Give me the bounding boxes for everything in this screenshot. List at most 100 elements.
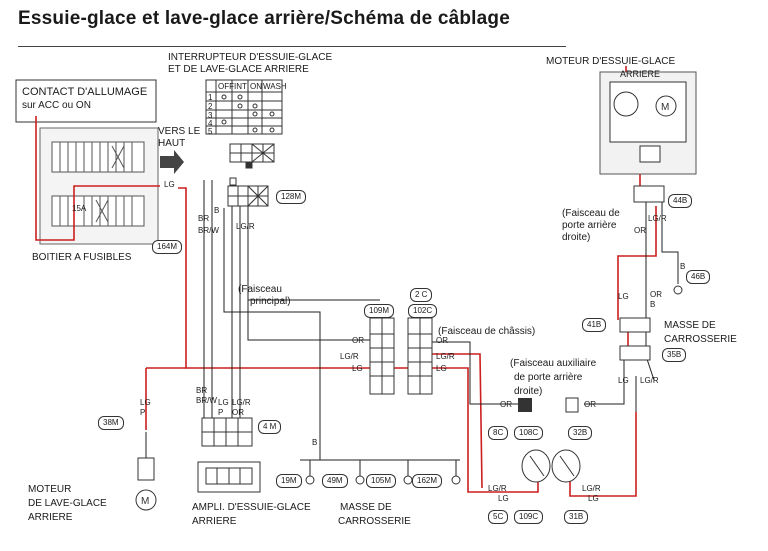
amp-connector-body — [201, 417, 253, 447]
connector-8c-label: 8C — [488, 426, 509, 440]
wire-lgr-amp: LG/R — [232, 398, 251, 407]
wire-b-46b: B — [680, 262, 686, 271]
connector-35b-label: 35B — [662, 348, 687, 362]
ground-46b — [673, 285, 683, 295]
ignition-label: CONTACT D'ALLUMAGE — [22, 86, 148, 98]
main-harness-label-line2: principal) — [250, 296, 291, 307]
wire-or-amp: OR — [232, 408, 244, 417]
vers-le-label: VERS LE — [158, 126, 201, 137]
wire-brw-amp: BR/W — [196, 396, 217, 405]
wire-or-44b: OR — [634, 226, 646, 235]
connector-128m-label: 128M — [276, 190, 307, 204]
door-harness-label-line2: porte arrière — [562, 220, 617, 231]
wire-b-amp: B — [312, 438, 318, 447]
switch-header-off: OFF — [218, 82, 234, 91]
connector-35b-body — [619, 345, 651, 361]
wiper-motor-label-line2: ARRIERE — [620, 69, 661, 79]
connector-41b-body — [619, 317, 651, 333]
ground-symbols-bottom — [305, 475, 461, 485]
wire-or-109m: OR — [352, 336, 364, 345]
switch-contact-dots — [221, 94, 275, 133]
connector-32b-label: 32B — [568, 426, 593, 440]
body-ground-bottom-line2: CARROSSERIE — [338, 516, 411, 527]
chassis-harness-label: (Faisceau de châssis) — [438, 326, 536, 337]
wire-lg-fuse: LG — [164, 180, 175, 189]
wire-lg-41b: LG — [618, 292, 629, 301]
wire-lgr-44b: LG/R — [648, 214, 667, 223]
washer-motor-label-line2: DE LAVE-GLACE — [28, 498, 107, 509]
connector-162m-label: 162M — [412, 474, 443, 488]
switch-row-3: 3 — [208, 111, 213, 120]
connector-108c-body — [518, 398, 532, 412]
wire-p-amp: P — [218, 408, 224, 417]
wire-brw-switch: BR/W — [198, 226, 219, 235]
switch-connector — [229, 143, 275, 169]
connector-32b-body — [565, 397, 579, 413]
ignition-switch-box — [15, 79, 157, 123]
fuse-box-label: BOITIER A FUSIBLES — [32, 252, 132, 263]
connector-128m-body — [227, 177, 269, 207]
svg-text:M: M — [661, 102, 669, 113]
wire-or-aux: OR — [500, 400, 512, 409]
svg-text:M: M — [141, 496, 149, 507]
wire-or-41b: OR — [650, 290, 662, 299]
wire-lgr-2c: LG/R — [436, 352, 455, 361]
wiper-motor-label-line1: MOTEUR D'ESSUIE-GLACE — [546, 56, 676, 67]
connector-31b-oval — [551, 449, 581, 483]
amp-box-grid — [205, 467, 253, 485]
washer-motor-symbol — [135, 489, 157, 511]
switch-header-int: INT — [234, 82, 247, 91]
washer-motor-label-line1: MOTEUR — [28, 484, 72, 495]
switch-header-on: ON — [250, 82, 262, 91]
connector-5c-oval — [521, 449, 551, 483]
connector-105m-label: 105M — [366, 474, 397, 488]
connector-109c-label: 109C — [514, 510, 544, 524]
wire-lgr-31b: LG/R — [582, 484, 601, 493]
wire-p-38m: P — [140, 408, 146, 417]
wire-lgr-5c: LG/R — [488, 484, 507, 493]
washer-motor-connector — [137, 457, 155, 481]
body-ground-bottom-line1: MASSE DE — [340, 502, 392, 513]
connector-102c-body — [407, 317, 433, 395]
wire-or-32b: OR — [584, 400, 596, 409]
washer-motor-label-line3: ARRIERE — [28, 512, 73, 523]
aux-harness-label-line2: de porte arrière — [514, 372, 583, 383]
fuse-rating: 15A — [72, 204, 87, 213]
wire-lgr-35b: LG/R — [640, 376, 659, 385]
connector-164m-label: 164M — [152, 240, 183, 254]
switch-row-4: 4 — [208, 119, 213, 128]
connector-109m-body — [369, 317, 395, 395]
page-title: Essuie-glace et lave-glace arrière/Schém… — [18, 8, 510, 29]
connector-108c-label: 108C — [514, 426, 544, 440]
connector-44b-body — [633, 185, 665, 203]
aux-harness-label-line1: (Faisceau auxiliaire — [510, 358, 597, 369]
black-wires — [145, 180, 679, 476]
door-harness-label-line3: droite) — [562, 232, 591, 243]
body-ground-right-line2: CARROSSERIE — [664, 334, 737, 345]
wire-lg-35b: LG — [618, 376, 629, 385]
connector-46b-label: 46B — [686, 270, 711, 284]
switch-row-1: 1 — [208, 93, 213, 102]
switch-label-line2: ET DE LAVE-GLACE ARRIERE — [168, 64, 309, 75]
switch-label-line1: INTERRUPTEUR D'ESSUIE-GLACE — [168, 52, 333, 63]
wire-b-41b: B — [650, 300, 656, 309]
switch-row-5: 5 — [208, 127, 213, 136]
connector-31b-label: 31B — [564, 510, 589, 524]
wire-br-amp: BR — [196, 386, 208, 395]
wire-lg-38m: LG — [140, 398, 151, 407]
amp-label-line1: AMPLI. D'ESSUIE-GLACE — [192, 502, 311, 513]
connector-49m-label: 49M — [322, 474, 348, 488]
fuse-block-top — [51, 141, 145, 173]
ignition-sub-label: sur ACC ou ON — [22, 100, 91, 111]
connector-19m-label: 19M — [276, 474, 302, 488]
body-ground-right-line1: MASSE DE — [664, 320, 716, 331]
wire-lgr-109m: LG/R — [340, 352, 359, 361]
connector-44b-label: 44B — [668, 194, 693, 208]
wire-or-2c: OR — [436, 336, 448, 345]
aux-harness-label-line3: droite) — [514, 386, 543, 397]
wiper-motor-symbol — [655, 95, 677, 117]
up-arrow-shape — [160, 150, 184, 174]
connector-102c-label: 102C — [408, 304, 438, 318]
title-underline — [18, 46, 566, 47]
